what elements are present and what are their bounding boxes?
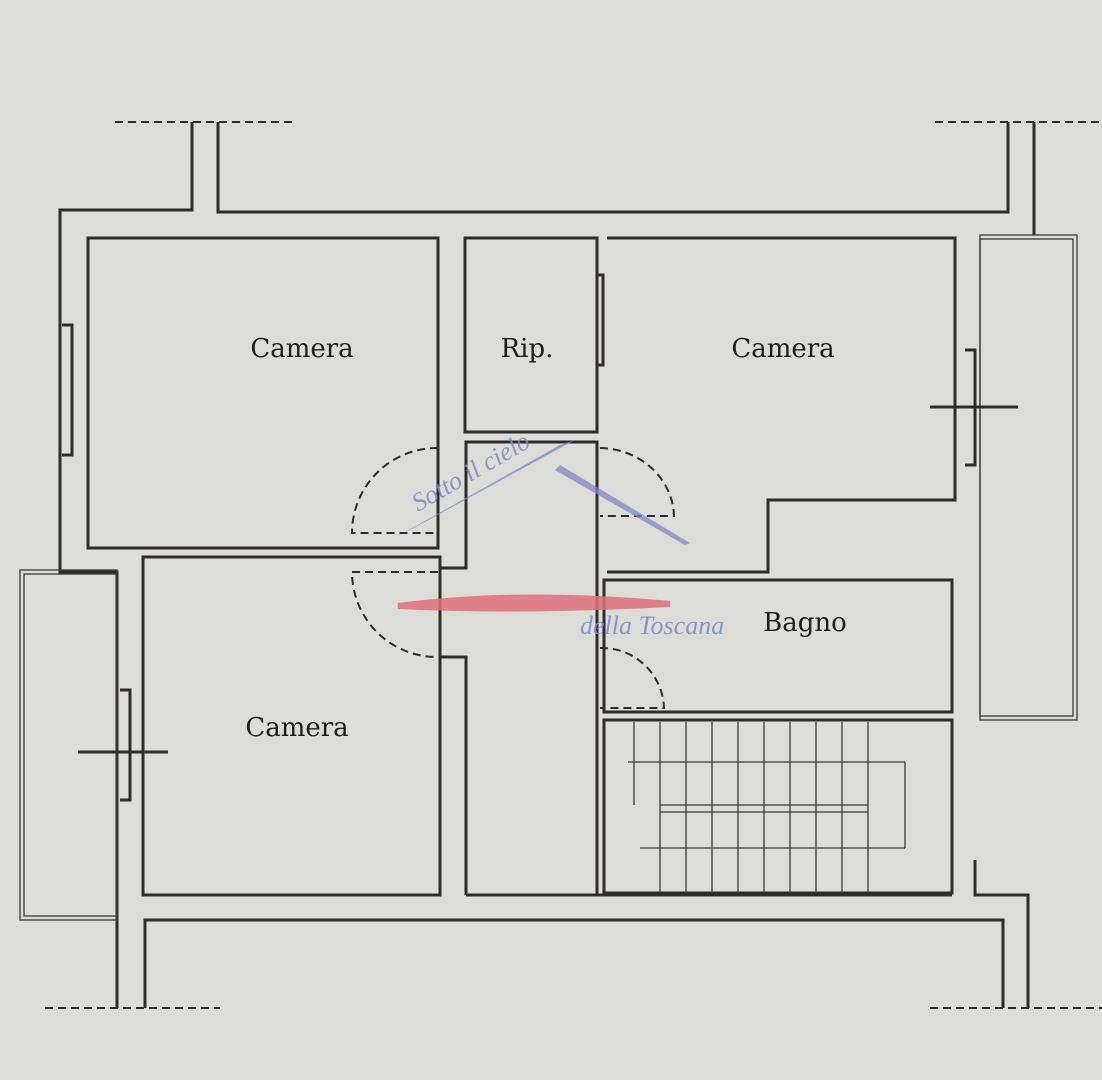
- label-bagno: Bagno: [763, 608, 847, 638]
- room-bagno: [602, 578, 954, 714]
- label-camera-top-left: Camera: [250, 334, 353, 364]
- watermark-line2: della Toscana: [580, 611, 724, 640]
- door-swings: [350, 446, 676, 709]
- label-camera-top-right: Camera: [731, 334, 834, 364]
- balconies: [19, 234, 1078, 921]
- room-camera-bottom-left: [141, 555, 442, 897]
- property-boundary-lines: [45, 121, 1102, 1009]
- stair-area: [602, 718, 954, 895]
- label-ripostiglio: Rip.: [501, 334, 554, 364]
- label-camera-bottom-left: Camera: [245, 713, 348, 743]
- staircase: [628, 722, 906, 893]
- rooms: [86, 236, 957, 897]
- corridor: [438, 440, 599, 895]
- room-camera-top-left: [86, 236, 440, 550]
- room-camera-top-right: [607, 236, 957, 574]
